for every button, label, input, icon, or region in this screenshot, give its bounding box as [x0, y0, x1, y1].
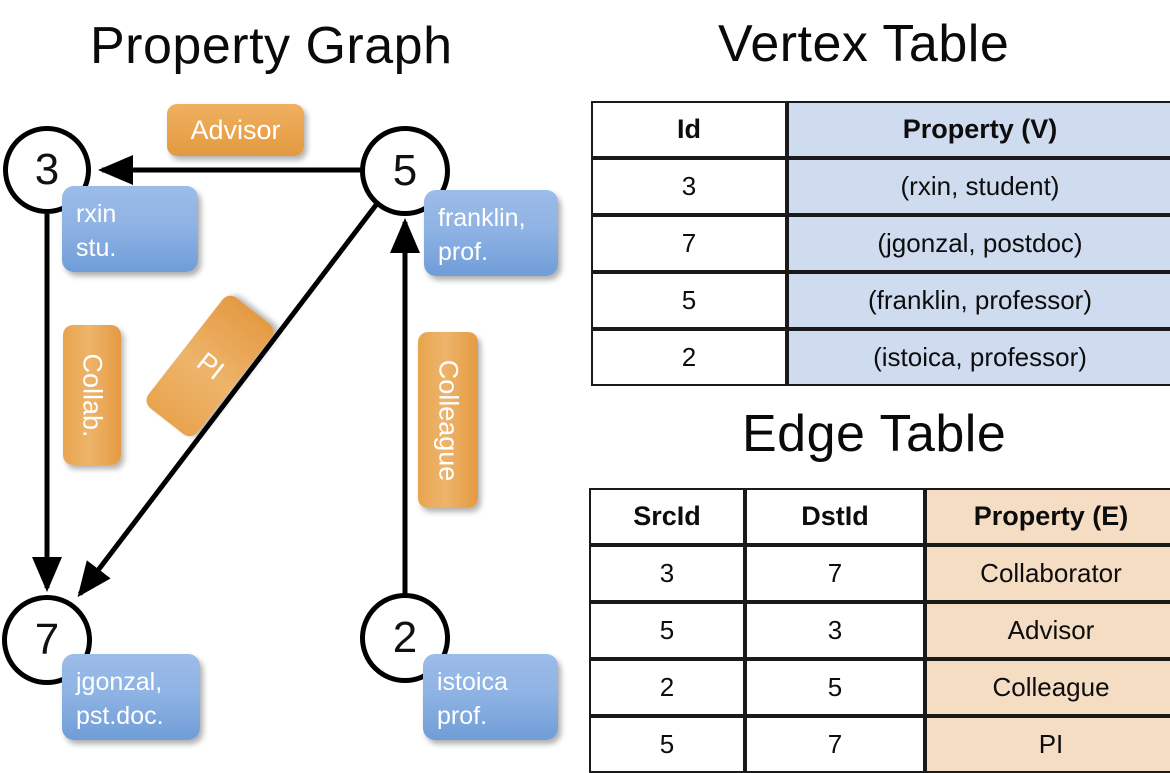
vertex-property-2-line1: istoica [437, 668, 508, 696]
edge-cell-srcid: 5 [589, 716, 745, 773]
edge-label-collab-text: Collab. [77, 352, 108, 438]
vertex-property-box-3: rxin stu. [62, 186, 198, 272]
table-row: 3 (rxin, student) [591, 158, 1170, 215]
edge-label-colleague: Colleague [418, 332, 478, 508]
graph-node-5[interactable]: 5 [360, 126, 450, 216]
edge-table-header-property: Property (E) [925, 488, 1170, 545]
graph-node-5-label: 5 [392, 146, 418, 195]
edge-table: SrcId DstId Property (E) 3 7 Collaborato… [589, 488, 1170, 773]
vertex-property-7-line2: pst.doc. [76, 701, 164, 730]
vertex-cell-property: (franklin, professor) [787, 272, 1170, 329]
vertex-table-header-row: Id Property (V) [591, 101, 1170, 158]
edge-label-advisor-text: Advisor [190, 114, 281, 145]
page-title-property-graph: Property Graph [90, 17, 453, 75]
vertex-property-7-line1: jgonzal, [76, 668, 163, 696]
graph-edges-svg [32, 155, 420, 598]
table-row: 2 5 Colleague [589, 659, 1170, 716]
vertex-table-header-property: Property (V) [787, 101, 1170, 158]
edge-cell-dstid: 7 [745, 545, 925, 602]
edge-cell-srcid: 5 [589, 602, 745, 659]
edge-cell-dstid: 7 [745, 716, 925, 773]
property-graph-diagram: 3 5 7 2 rxin stu. franklin, prof. jgonza… [0, 0, 585, 760]
table-row: 5 7 PI [589, 716, 1170, 773]
vertex-cell-property: (rxin, student) [787, 158, 1170, 215]
edge-5-to-7 [77, 203, 378, 598]
table-row: 2 (istoica, professor) [591, 329, 1170, 386]
vertex-table: Id Property (V) 3 (rxin, student) 7 (jgo… [591, 101, 1170, 386]
vertex-property-box-2: istoica prof. [423, 654, 558, 740]
edge-cell-property: PI [925, 716, 1170, 773]
vertex-property-box-5: franklin, prof. [424, 190, 558, 276]
vertex-property-box-7: jgonzal, pst.doc. [62, 654, 200, 740]
edge-cell-dstid: 3 [745, 602, 925, 659]
vertex-property-5-line1: franklin, [438, 204, 526, 232]
vertex-cell-id: 2 [591, 329, 787, 386]
vertex-cell-property: (jgonzal, postdoc) [787, 215, 1170, 272]
graph-node-3-label: 3 [34, 145, 60, 194]
graph-node-7-label: 7 [34, 615, 60, 664]
edge-label-colleague-text: Colleague [433, 359, 464, 481]
table-row: 5 3 Advisor [589, 602, 1170, 659]
edge-table-header-srcid: SrcId [589, 488, 745, 545]
vertex-property-2-line2: prof. [437, 701, 488, 730]
vertex-cell-id: 5 [591, 272, 787, 329]
edge-cell-srcid: 2 [589, 659, 745, 716]
edge-table-header-row: SrcId DstId Property (E) [589, 488, 1170, 545]
vertex-cell-property: (istoica, professor) [787, 329, 1170, 386]
table-row: 5 (franklin, professor) [591, 272, 1170, 329]
edge-label-collab: Collab. [63, 325, 121, 465]
graph-node-2[interactable]: 2 [360, 593, 450, 683]
table-row: 7 (jgonzal, postdoc) [591, 215, 1170, 272]
edge-cell-property: Colleague [925, 659, 1170, 716]
vertex-cell-id: 7 [591, 215, 787, 272]
vertex-property-3-line1: rxin [76, 200, 117, 228]
table-row: 3 7 Collaborator [589, 545, 1170, 602]
vertex-property-5-line2: prof. [438, 237, 489, 266]
graph-node-2-label: 2 [392, 613, 418, 662]
edge-cell-dstid: 5 [745, 659, 925, 716]
edge-cell-property: Advisor [925, 602, 1170, 659]
edge-cell-srcid: 3 [589, 545, 745, 602]
edge-label-advisor: Advisor [167, 104, 304, 156]
page-title-vertex-table: Vertex Table [718, 15, 1010, 73]
page-title-edge-table: Edge Table [742, 405, 1007, 463]
edge-table-header-dstid: DstId [745, 488, 925, 545]
vertex-property-3-line2: stu. [76, 233, 117, 262]
edge-cell-property: Collaborator [925, 545, 1170, 602]
vertex-cell-id: 3 [591, 158, 787, 215]
vertex-table-header-id: Id [591, 101, 787, 158]
edge-label-pi-text: PI [191, 345, 230, 386]
